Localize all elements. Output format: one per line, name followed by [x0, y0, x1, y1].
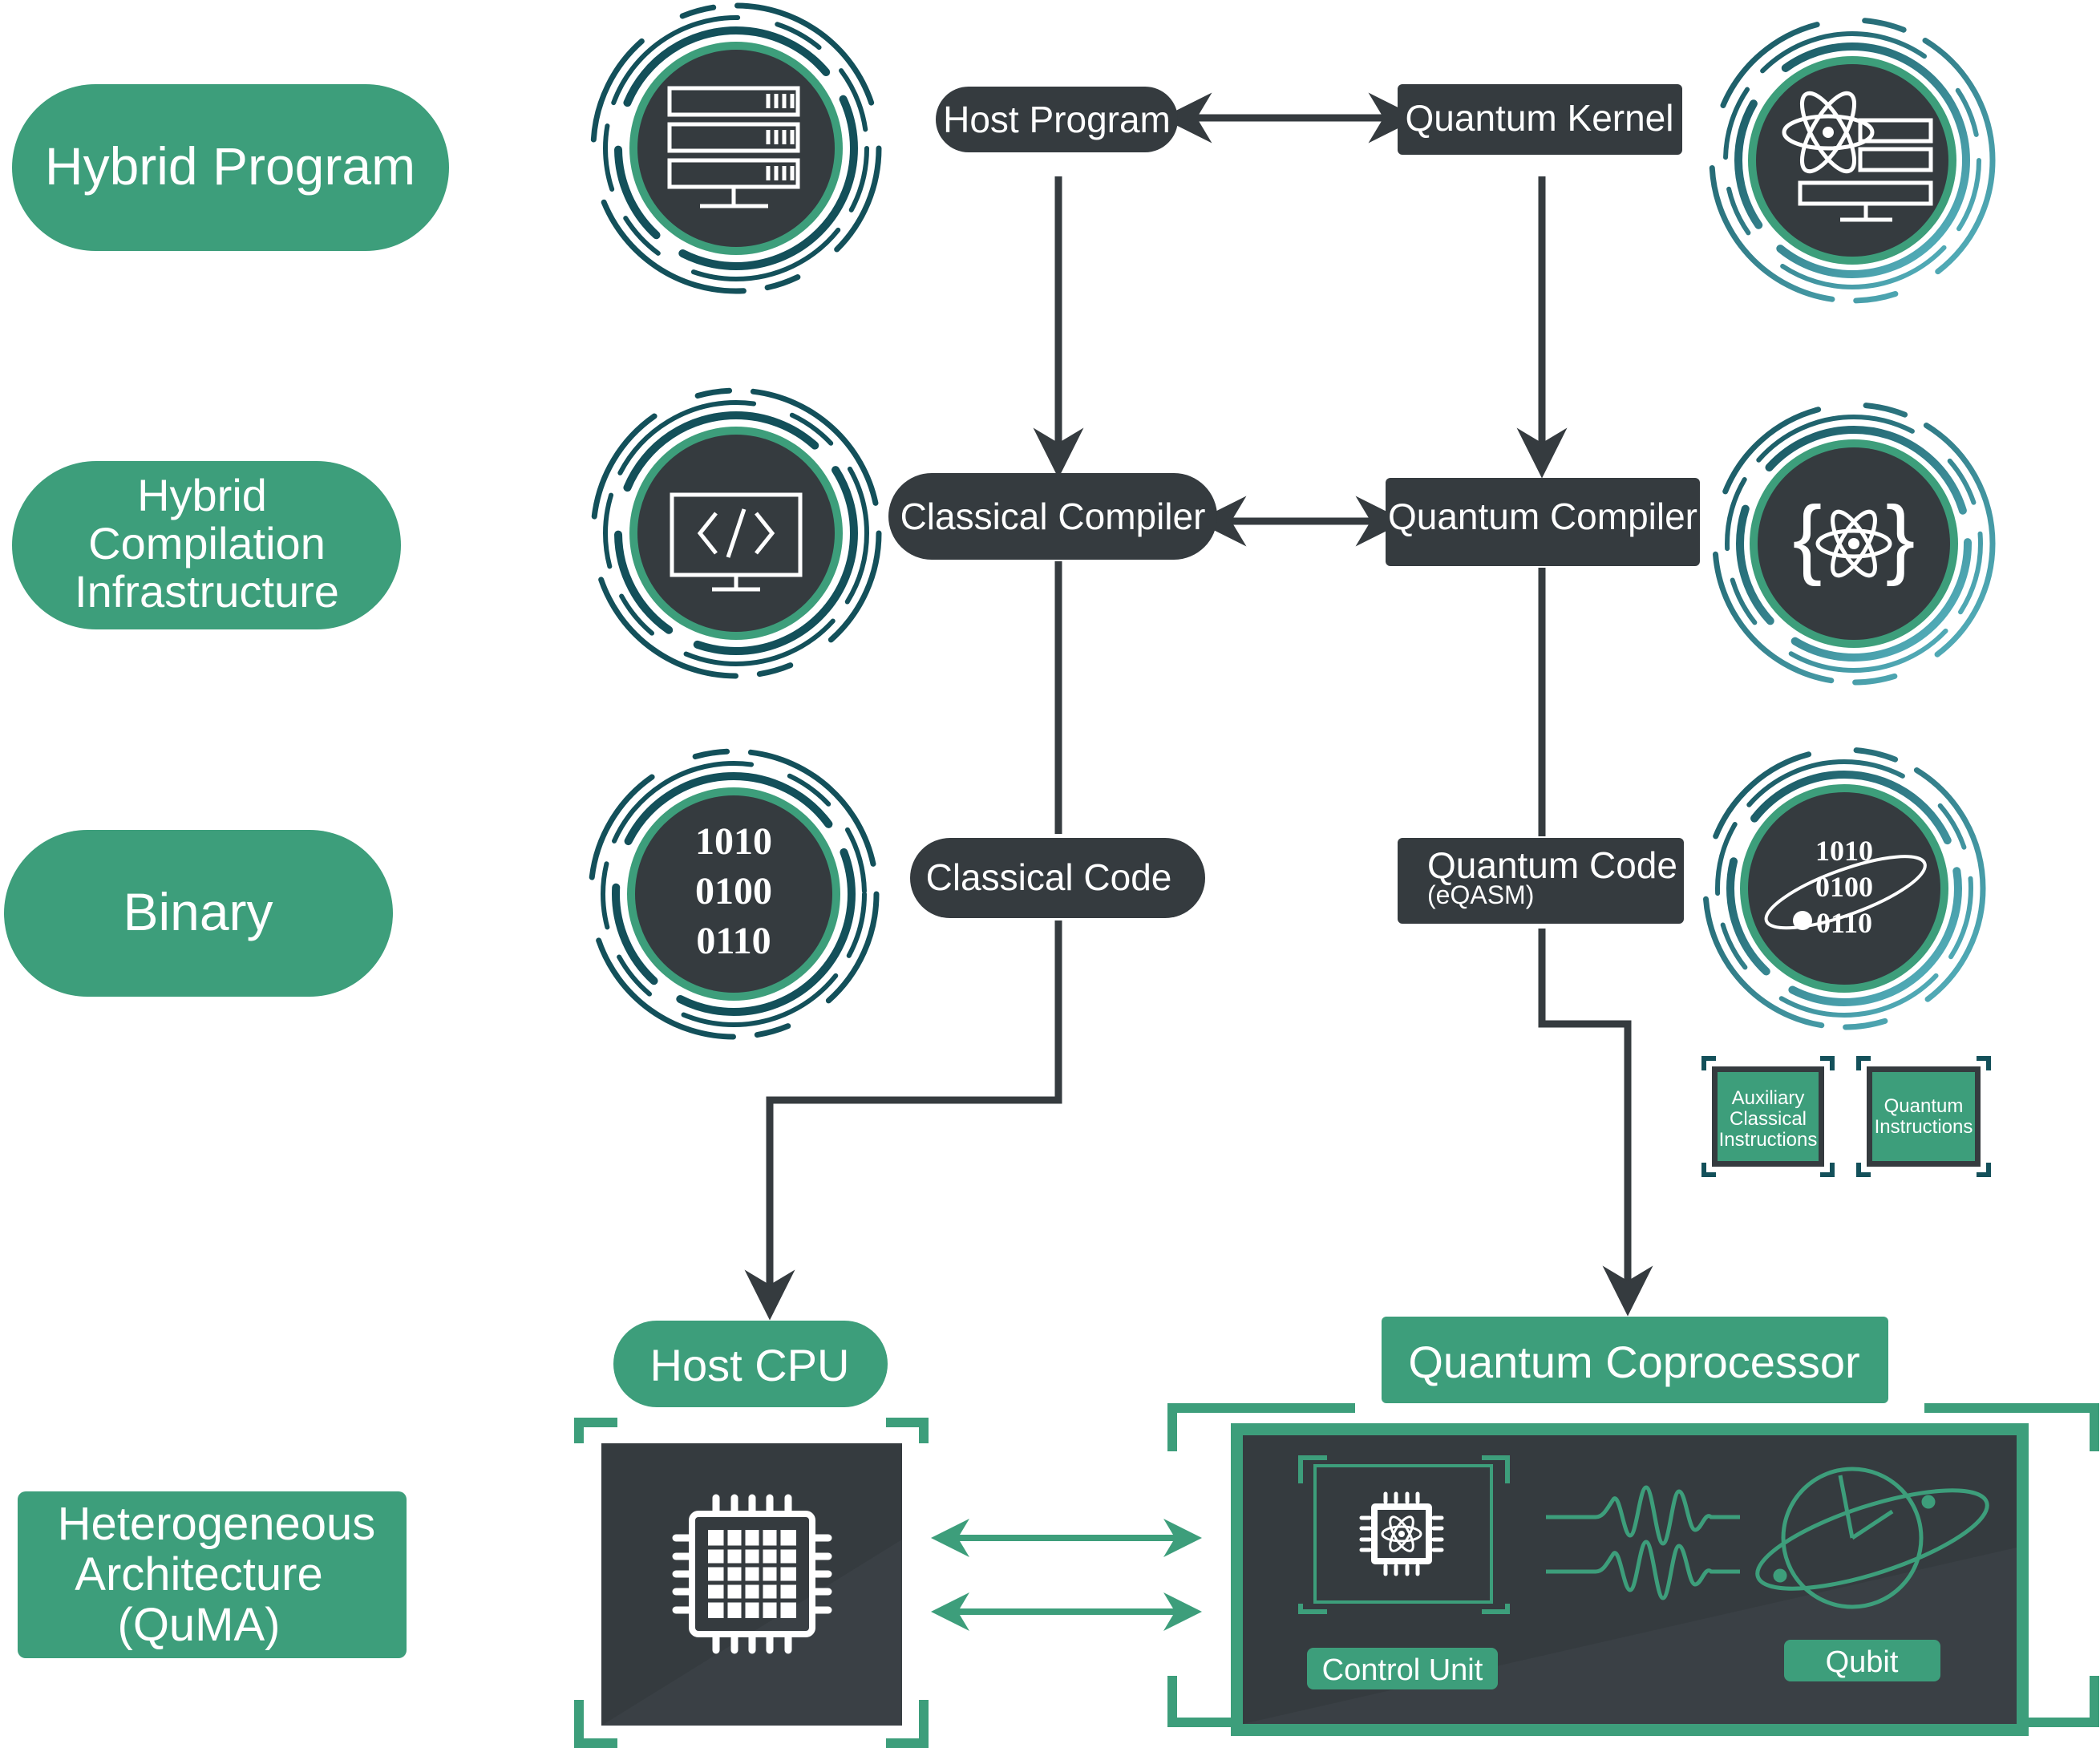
binary-icon-line3: 0110 — [696, 920, 771, 962]
quantum-binary-icon: 1010 0100 0110 — [1702, 747, 1986, 1030]
cpu-coprocessor-links — [931, 1519, 1202, 1631]
layer-hybrid-compilation-line1: Hybrid — [137, 470, 267, 520]
node-classical-compiler-label: Classical Compiler — [900, 496, 1206, 537]
svg-text:{: { — [1793, 488, 1823, 587]
qubit-label: Qubit — [1826, 1645, 1899, 1679]
node-quantum-code-label: Quantum Code — [1427, 844, 1677, 886]
node-quantum-kernel: Quantum Kernel — [1398, 84, 1682, 155]
auxiliary-line2: Classical — [1730, 1108, 1807, 1130]
bloch-sphere-icon — [1755, 1467, 1989, 1609]
quantum-instructions-line1: Quantum — [1884, 1095, 1964, 1117]
quantum-chip-icon — [1359, 1491, 1444, 1576]
quantum-braces-icon: { } — [1712, 402, 1996, 686]
layer-binary: Binary — [4, 830, 393, 997]
layer-heterogeneous-line2: Architecture — [75, 1548, 322, 1600]
quantum-coprocessor-title: Quantum Coprocessor — [1382, 1317, 1888, 1403]
layer-heterogeneous-line3: (QuMA) — [118, 1599, 281, 1651]
quantum-instructions-chip: Quantum Instructions — [1856, 1056, 1991, 1177]
waveform-icon — [1546, 1485, 1740, 1600]
auxiliary-line3: Instructions — [1719, 1129, 1818, 1151]
host-cpu-title: Host CPU — [613, 1321, 888, 1407]
cpu-chip-icon — [672, 1494, 832, 1654]
node-host-program-label: Host Program — [943, 99, 1171, 140]
node-host-program: Host Program — [936, 87, 1178, 152]
node-quantum-code-sub: (eQASM) — [1427, 880, 1534, 909]
connectors — [744, 92, 1653, 1321]
auxiliary-line1: Auxiliary — [1732, 1087, 1805, 1109]
binary-icon-line2: 0100 — [695, 870, 772, 912]
node-classical-compiler: Classical Compiler — [888, 473, 1217, 560]
svg-text:}: } — [1886, 488, 1916, 587]
layer-heterogeneous-line1: Heterogeneous — [58, 1498, 376, 1550]
control-unit-badge: Control Unit — [1307, 1648, 1498, 1689]
binary-icon-line1: 1010 — [695, 820, 772, 863]
code-monitor-icon — [590, 387, 882, 679]
node-classical-code-label: Classical Code — [926, 856, 1172, 898]
host-cpu-label: Host CPU — [650, 1340, 850, 1390]
control-unit-label: Control Unit — [1322, 1653, 1483, 1687]
quantum-coprocessor-label: Quantum Coprocessor — [1408, 1337, 1859, 1387]
auxiliary-instructions-chip: Auxiliary Classical Instructions — [1701, 1056, 1835, 1177]
control-unit-frame — [1298, 1455, 1510, 1614]
layer-binary-label: Binary — [123, 882, 273, 941]
server-icon — [590, 2, 882, 294]
node-quantum-compiler: Quantum Compiler — [1386, 478, 1700, 566]
node-classical-code: Classical Code — [910, 838, 1205, 918]
node-quantum-kernel-label: Quantum Kernel — [1406, 97, 1674, 139]
qubit-badge: Qubit — [1784, 1640, 1940, 1681]
quantum-server-icon — [1709, 17, 1996, 304]
layer-hybrid-program-label: Hybrid Program — [45, 136, 415, 196]
arrow-quantum-code-to-coprocessor — [1538, 929, 1653, 1317]
arrow-classical-code-to-cpu — [744, 921, 1062, 1321]
quantum-instructions-line2: Instructions — [1875, 1116, 1973, 1138]
layer-hybrid-compilation-line2: Compilation — [88, 518, 326, 569]
layer-hybrid-program: Hybrid Program — [12, 84, 449, 251]
node-quantum-code: Quantum Code (eQASM) — [1398, 838, 1684, 924]
layer-hybrid-compilation-line3: Infrastructure — [75, 566, 339, 617]
node-quantum-compiler-label: Quantum Compiler — [1388, 496, 1697, 537]
binary-icon: 1010 0100 0110 — [588, 748, 880, 1040]
layer-hybrid-compilation: Hybrid Compilation Infrastructure — [12, 461, 401, 629]
layer-heterogeneous: Heterogeneous Architecture (QuMA) — [18, 1491, 407, 1658]
